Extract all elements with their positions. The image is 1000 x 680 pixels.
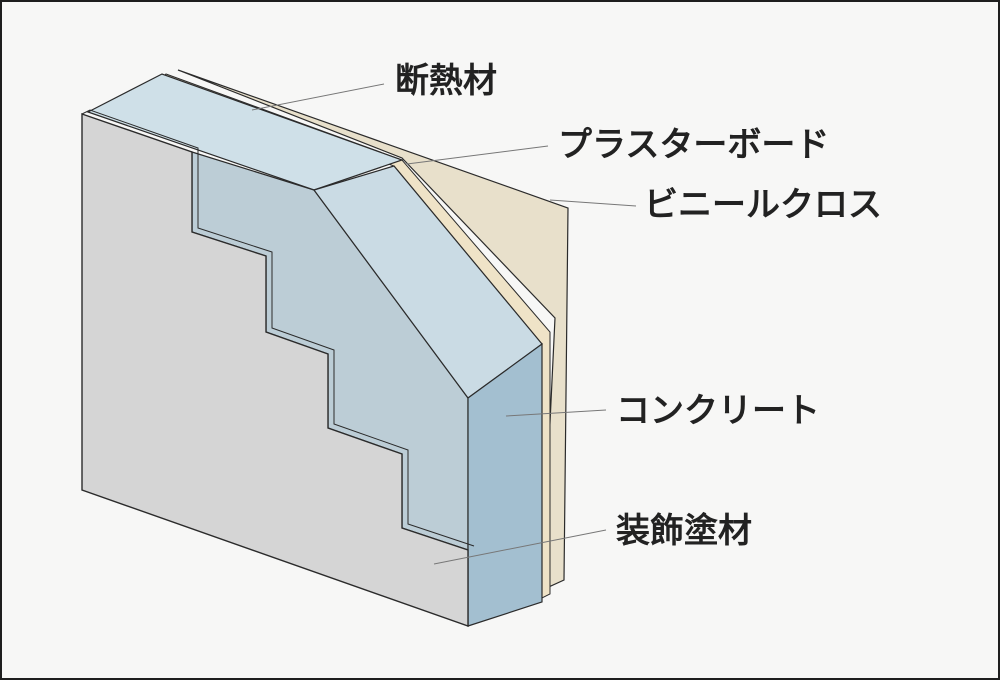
label-plaster-board: プラスターボード [558,125,830,165]
label-vinyl-cloth: ビニールクロス [644,185,882,225]
label-concrete: コンクリート [616,391,820,431]
label-decorative-coating: 装飾塗材 [616,511,752,551]
leader-line-insulation [251,83,385,111]
leader-line-coating [433,529,607,565]
decorative-coating-layer [81,113,469,627]
leader-line-vinyl-cloth [549,199,637,207]
leader-line-plaster-board [406,145,549,165]
coating-step-edge [81,109,475,547]
insulation-top-face [86,73,404,191]
leader-line-concrete [505,409,607,417]
label-insulation: 断熱材 [395,61,497,101]
